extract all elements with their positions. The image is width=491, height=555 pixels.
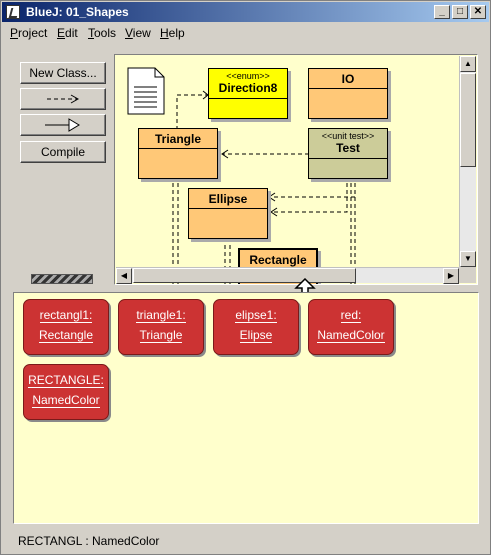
class-name: Ellipse [189,189,267,209]
bluej-app-icon [6,5,20,19]
scroll-corner [459,267,476,283]
vertical-scroll-thumb[interactable] [460,73,476,167]
menu-bar: Project Edit Tools View Help [2,23,489,43]
object-red[interactable]: red: NamedColor [308,299,394,355]
horizontal-scroll-thumb[interactable] [133,268,356,283]
object-type: Elipse [239,328,273,343]
object-instance-name: red: [340,308,362,323]
object-instance-name: triangle1: [136,308,186,323]
diagram-vertical-scrollbar[interactable]: ▲ ▼ [459,56,476,267]
object-bench[interactable]: rectangl1: Rectangle triangle1: Triangle… [13,292,479,524]
close-button[interactable]: ✕ [470,5,486,19]
class-name: Triangle [139,129,217,149]
scroll-left-icon[interactable]: ◀ [116,268,132,284]
diagram-horizontal-scrollbar[interactable]: ◀ ▶ [116,267,459,284]
inheritance-arrow-icon [45,118,80,132]
dashed-arrow-icon [47,94,80,104]
new-class-button[interactable]: New Class... [20,62,106,84]
menu-tools[interactable]: Tools [88,26,117,40]
menu-view[interactable]: View [125,26,151,40]
maximize-button[interactable]: □ [452,5,468,19]
compile-button[interactable]: Compile [20,141,106,163]
scroll-up-icon[interactable]: ▲ [460,56,476,72]
window-title: BlueJ: 01_Shapes [26,5,129,19]
class-stereotype: <<enum>> [226,71,270,81]
object-rectangl1[interactable]: rectangl1: Rectangle [23,299,109,355]
title-bar[interactable]: BlueJ: 01_Shapes _ □ ✕ [2,2,489,22]
object-rectangle-color[interactable]: RECTANGLE: NamedColor [23,364,109,420]
class-test[interactable]: <<unit test>> Test [308,128,388,179]
menu-project[interactable]: Project [10,26,48,40]
class-io[interactable]: IO [308,68,388,119]
object-instance-name: RECTANGLE: [28,373,104,388]
inheritance-arrow-button[interactable] [20,114,106,136]
menu-help[interactable]: Help [160,26,185,40]
class-name: Direction8 [218,81,278,95]
object-type: Rectangle [38,328,94,343]
object-type: NamedColor [317,328,385,343]
object-instance-name: elipse1: [235,308,277,323]
menu-edit[interactable]: Edit [57,26,78,40]
object-instance-name: rectangl1: [39,308,93,323]
dependency-arrow-button[interactable] [20,88,106,110]
status-bar: RECTANGL : NamedColor [18,534,160,548]
class-triangle[interactable]: Triangle [138,128,218,179]
class-diagram[interactable]: <<enum>> Direction8 IO Triangle <<unit t… [114,54,478,285]
class-direction8[interactable]: <<enum>> Direction8 [208,68,288,119]
minimize-button[interactable]: _ [434,5,450,19]
class-stereotype: <<unit test>> [321,131,375,141]
scroll-right-icon[interactable]: ▶ [443,268,459,284]
object-type: NamedColor [32,393,100,408]
splitter-grip[interactable] [31,274,93,284]
object-type: Triangle [139,328,183,343]
class-ellipse[interactable]: Ellipse [188,188,268,239]
class-name: Test [336,141,360,155]
object-elipse1[interactable]: elipse1: Elipse [213,299,299,355]
dependency-lines [172,90,356,284]
class-name: IO [309,69,387,89]
scroll-down-icon[interactable]: ▼ [460,251,476,267]
readme-document-icon[interactable] [127,67,165,115]
object-triangle1[interactable]: triangle1: Triangle [118,299,204,355]
